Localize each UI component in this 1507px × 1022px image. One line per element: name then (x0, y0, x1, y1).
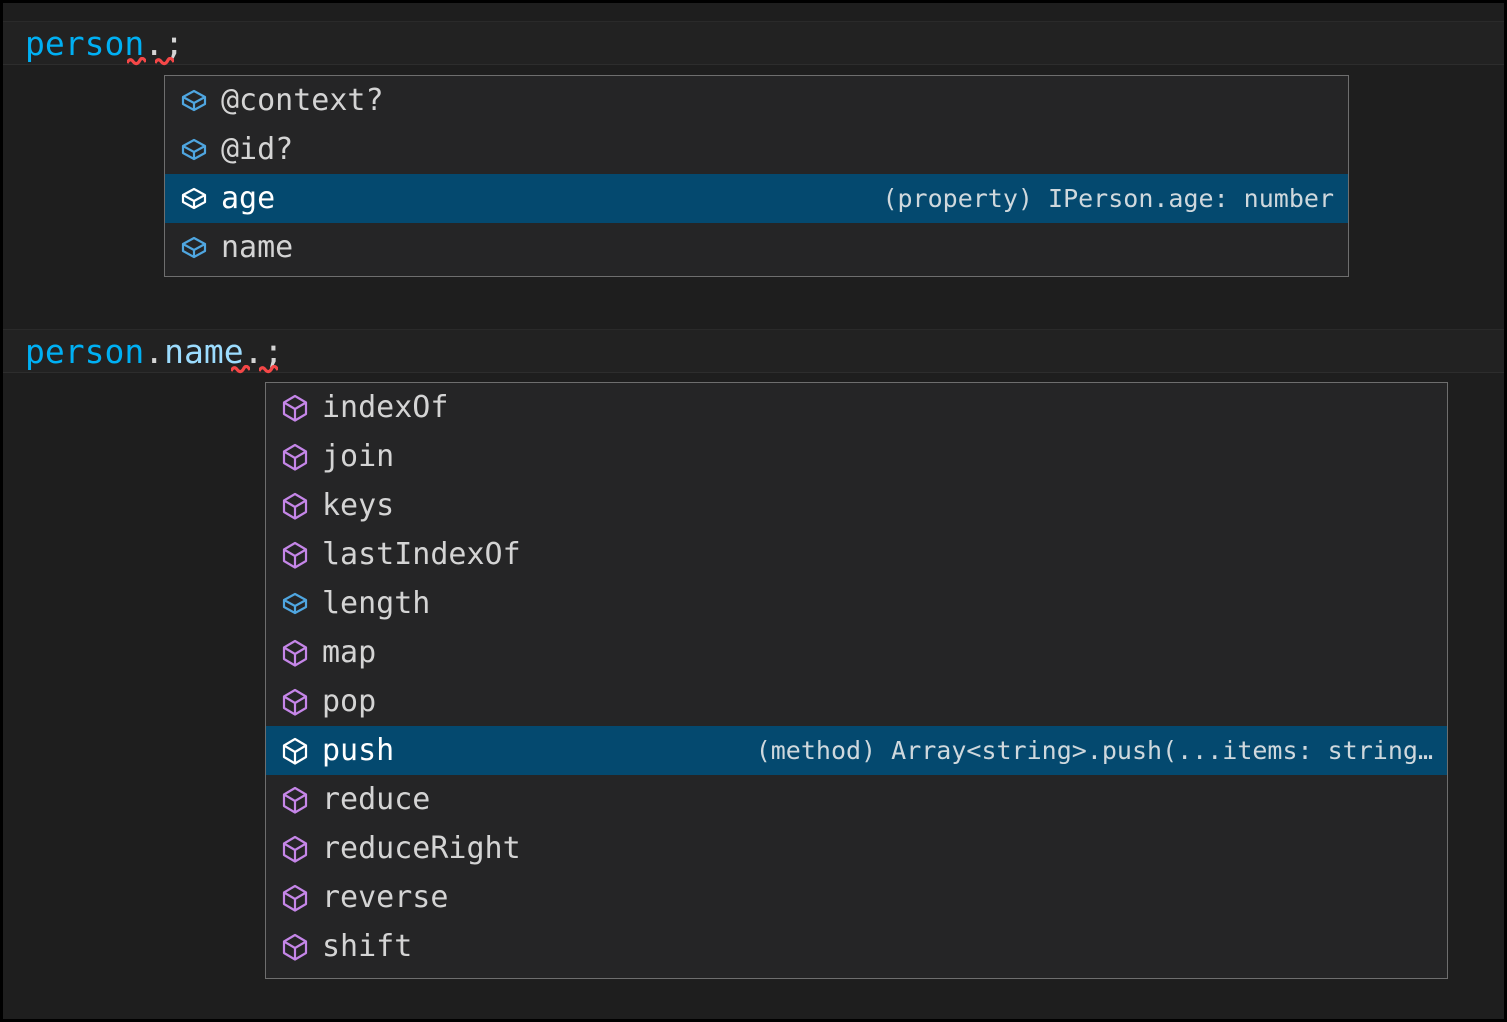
completion-item[interactable]: keys (266, 481, 1447, 530)
method-cube-icon (282, 394, 308, 422)
method-cube-icon (282, 541, 308, 569)
error-squiggle-icon (155, 57, 174, 66)
completion-item-label: length (322, 585, 431, 621)
member-completion-popup[interactable]: @context? @id? age (property) IPerson.ag… (164, 75, 1349, 277)
completion-item-label: reduceRight (322, 830, 521, 866)
completion-item[interactable]: indexOf (266, 383, 1447, 432)
method-cube-icon (282, 786, 308, 814)
completion-item[interactable]: reduceRight (266, 824, 1447, 873)
token-dot: . (243, 332, 264, 371)
code-line-2-text: person.name.; (25, 332, 283, 372)
completion-item-selected[interactable]: age (property) IPerson.age: number (165, 174, 1348, 223)
completion-item-label: map (322, 634, 377, 670)
method-cube-icon (282, 933, 308, 961)
completion-item-label: lastIndexOf (322, 536, 521, 572)
completion-item[interactable]: lastIndexOf (266, 530, 1447, 579)
property-cube-icon (181, 187, 207, 209)
completion-item-label: indexOf (322, 389, 449, 425)
token-identifier-person: person (25, 24, 145, 63)
completion-item-label: keys (322, 487, 395, 523)
property-cube-icon (181, 138, 207, 160)
code-line-1[interactable]: person.; (3, 21, 1504, 65)
completion-item-label: join (322, 438, 395, 474)
array-completion-popup[interactable]: indexOf join keys lastIndexOf length (265, 382, 1448, 979)
completion-item[interactable]: reduce (266, 775, 1447, 824)
completion-item-label: pop (322, 683, 377, 719)
method-cube-icon (282, 492, 308, 520)
property-cube-icon (282, 592, 308, 614)
completion-item-label: push (322, 732, 395, 768)
completion-item-label: @id? (221, 131, 294, 167)
method-cube-icon (282, 443, 308, 471)
completion-item-label: age (221, 180, 276, 216)
completion-item-label: @context? (221, 82, 384, 118)
code-editor-canvas: person.; @context? @id? age (property) I… (3, 3, 1504, 1019)
completion-item[interactable]: @context? (165, 76, 1348, 125)
method-cube-icon (282, 639, 308, 667)
property-cube-icon (181, 236, 207, 258)
error-squiggle-icon (127, 57, 146, 66)
error-squiggle-icon (259, 365, 278, 374)
method-cube-icon (282, 884, 308, 912)
completion-item[interactable]: @id? (165, 125, 1348, 174)
code-line-1-text: person.; (25, 24, 184, 64)
completion-item[interactable]: pop (266, 677, 1447, 726)
code-line-2[interactable]: person.name.; (3, 329, 1504, 373)
token-semicolon: ; (263, 332, 284, 371)
completion-item-label: reverse (322, 879, 449, 915)
token-property-name: name (164, 332, 244, 371)
token-semicolon: ; (164, 24, 184, 63)
completion-item-selected[interactable]: push (method) Array<string>.push(...item… (266, 726, 1447, 775)
token-dot: . (144, 24, 165, 63)
completion-item-label: shift (322, 928, 413, 964)
method-cube-icon (282, 737, 308, 765)
completion-item-detail: (method) Array<string>.push(...items: st… (755, 735, 1433, 765)
property-cube-icon (181, 89, 207, 111)
completion-item-detail: (property) IPerson.age: number (882, 183, 1334, 213)
completion-item[interactable]: name (165, 223, 1348, 272)
completion-item[interactable]: reverse (266, 873, 1447, 922)
token-dot: . (144, 332, 165, 371)
token-identifier-person: person (25, 332, 145, 371)
completion-item[interactable]: length (266, 579, 1447, 628)
completion-item-label: name (221, 229, 294, 265)
completion-item[interactable]: join (266, 432, 1447, 481)
completion-item-label: reduce (322, 781, 431, 817)
method-cube-icon (282, 688, 308, 716)
completion-item[interactable]: map (266, 628, 1447, 677)
error-squiggle-icon (231, 365, 250, 374)
method-cube-icon (282, 835, 308, 863)
completion-item[interactable]: shift (266, 922, 1447, 971)
